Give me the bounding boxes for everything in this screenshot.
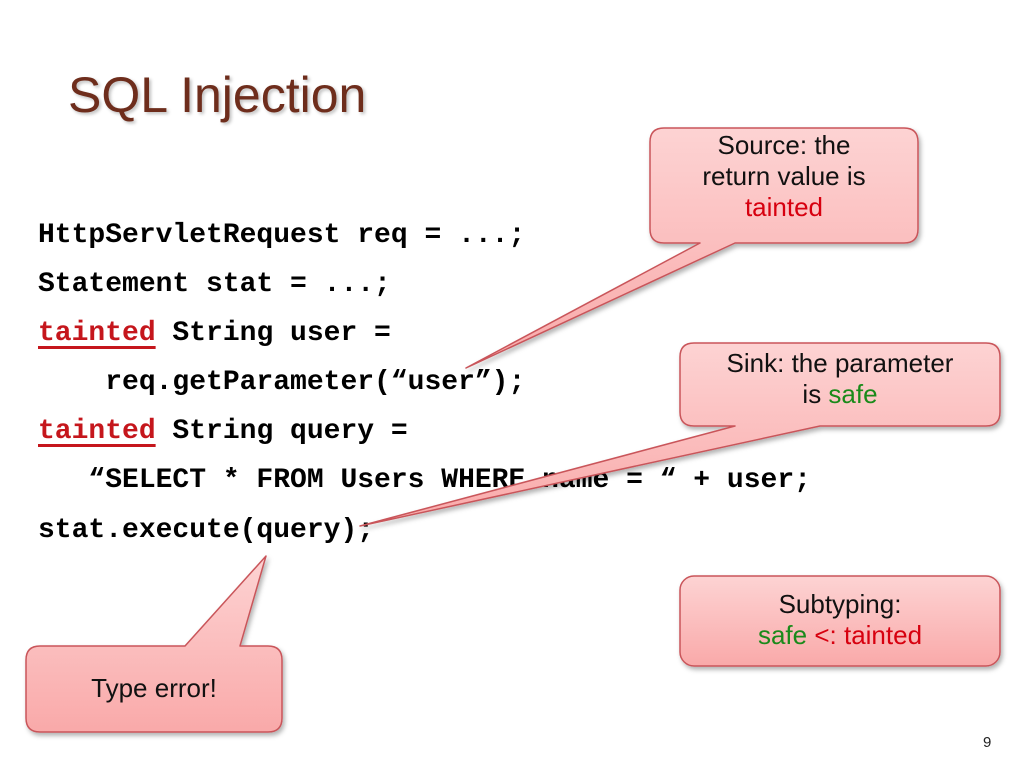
- tainted-keyword: tainted: [38, 318, 156, 349]
- code-line-1: HttpServletRequest req = ...;: [38, 220, 526, 251]
- subtyping-callout: Subtyping: safe <: tainted: [680, 589, 1000, 651]
- code-line-5-rest: String query =: [155, 416, 408, 447]
- subtyping-callout-heading: Subtyping:: [778, 589, 902, 619]
- tainted-keyword: tainted: [38, 416, 156, 447]
- sink-callout-line-2: is safe: [680, 379, 1000, 410]
- page-number: 9: [983, 734, 992, 751]
- source-callout-line-1: Source: the: [717, 130, 851, 160]
- code-line-6: “SELECT * FROM Users WHERE name = “ + us…: [38, 465, 811, 496]
- slide-title: SQL Injection: [68, 67, 367, 123]
- subtyping-tainted: tainted: [843, 620, 923, 651]
- type-error-callout-text: Type error!: [91, 673, 217, 703]
- sink-callout-prefix: is: [802, 379, 829, 410]
- type-error-callout-bubble: [25, 555, 283, 733]
- source-callout-bubble: [465, 127, 919, 369]
- source-callout: Source: the return value is tainted: [650, 130, 918, 224]
- code-line-2: Statement stat = ...;: [38, 269, 391, 300]
- subtyping-callout-relation: safe <: tainted: [680, 620, 1000, 651]
- type-error-callout: Type error!: [26, 673, 282, 704]
- code-line-3-rest: String user =: [155, 318, 391, 349]
- sink-callout-safe: safe: [828, 379, 878, 410]
- code-line-5: tainted String query =: [38, 418, 408, 446]
- source-callout-line-2: return value is: [702, 161, 866, 192]
- subtyping-operator: <:: [807, 620, 844, 651]
- source-callout-tainted: tainted: [744, 192, 824, 223]
- code-line-7: stat.execute(query);: [38, 515, 375, 546]
- code-line-4: req.getParameter(“user”);: [38, 367, 526, 398]
- subtyping-callout-bubble: [679, 575, 1001, 667]
- sink-callout-bubble: [359, 342, 1001, 527]
- sink-callout-line-1: Sink: the parameter: [726, 348, 954, 378]
- sink-callout: Sink: the parameter is safe: [680, 348, 1000, 410]
- code-line-3: tainted String user =: [38, 320, 391, 348]
- subtyping-safe: safe: [757, 620, 808, 651]
